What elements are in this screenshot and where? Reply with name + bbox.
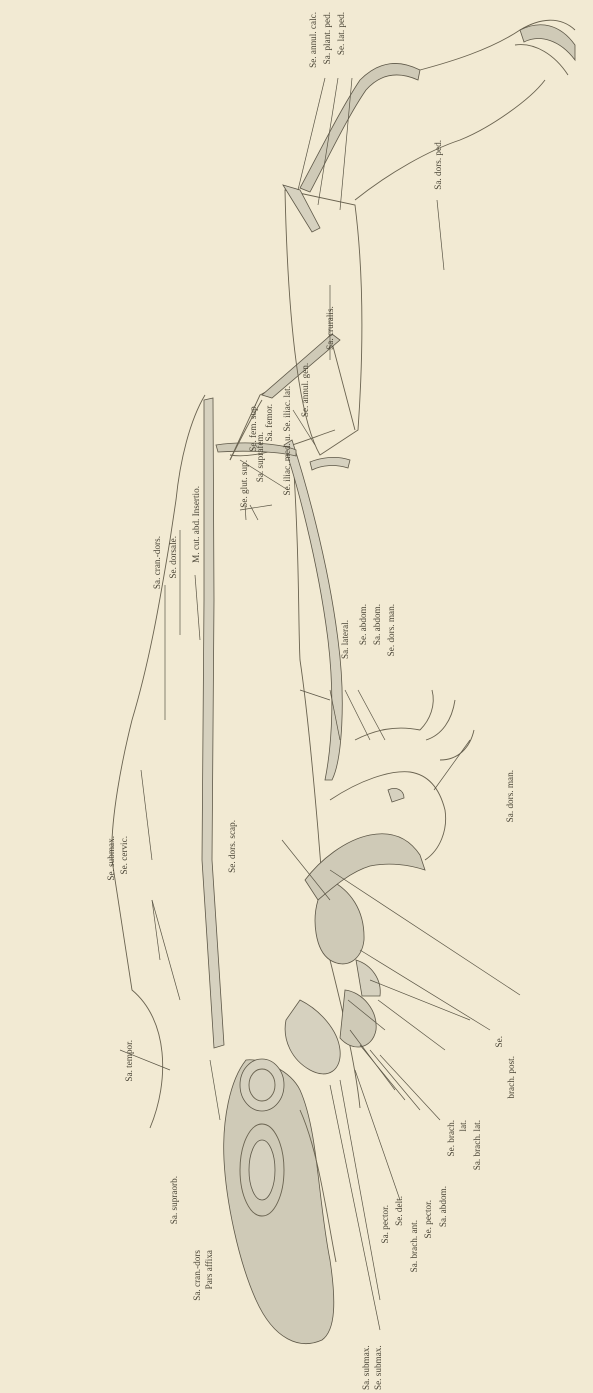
leader-lines	[120, 78, 520, 1330]
label-se-annul-gen: Se. annul. gen.	[300, 363, 310, 417]
label-se-brach-post-2: brach. post.	[506, 1056, 516, 1099]
label-se-pector: Se. pector.	[423, 1200, 433, 1239]
frog-head	[224, 1059, 336, 1344]
label-sa-pector: Sa. pector.	[380, 1205, 390, 1244]
label-sa-plant-ped: Sa. plant. ped.	[322, 12, 332, 64]
label-se-dorsale: Se. dorsale.	[168, 536, 178, 579]
label-se-brach-lat-1: Se. brach.	[446, 1120, 456, 1156]
label-pars-affixa: Pars affixa	[204, 1250, 214, 1289]
label-sa-cruralis: Sa. cruralis.	[325, 306, 335, 350]
dorsal-sac	[202, 398, 224, 1048]
label-sa-cran-dors: Sa. cran.-dors.	[152, 536, 162, 589]
tympanum	[240, 1059, 284, 1111]
label-sa-abdom-b: Sa. abdom.	[438, 1186, 448, 1227]
label-se-annul-calc: Se. annul. calc.	[308, 12, 318, 68]
label-se-lat-ped: Se. lat. ped.	[336, 12, 346, 55]
label-se-iliac: Se. iliac. med. u. Se. iliac. lat.	[282, 386, 292, 495]
label-se-submax: Se. submax.	[106, 836, 116, 881]
label-sa-cran-dors-2: Sa. cran.-dors	[192, 1250, 202, 1301]
label-sa-tempor: Sa. tempor.	[124, 1040, 134, 1082]
label-sa-dors-man: Sa. dors. man.	[505, 770, 515, 822]
label-se-submax-b: Se. submax.	[373, 1345, 383, 1390]
label-se-abdom: Se. abdom.	[358, 604, 368, 645]
label-se-brach-post-1: Se.	[494, 1036, 504, 1047]
hindlimb-shank	[283, 185, 362, 455]
label-se-glut-sup: Se. glut. sup.	[239, 460, 249, 508]
label-sa-submax-b: Sa. submax.	[361, 1345, 371, 1390]
label-se-dors-scap: Se. dors. scap.	[227, 820, 237, 873]
shoulder-sacs	[285, 880, 380, 1074]
label-sa-dors-ped: Sa. dors. ped.	[433, 140, 443, 190]
lateral-sac-band	[284, 440, 342, 780]
forelimb	[305, 690, 474, 900]
label-se-delt: Se. delt.	[394, 1196, 404, 1226]
label-sa-abdom: Sa. abdom.	[372, 604, 382, 645]
label-m-cut-abd: M. cut. abd. Insertio.	[191, 486, 201, 563]
label-se-dors-man: Se. dors. man.	[386, 604, 396, 656]
label-sa-lateral: Sa. lateral.	[340, 620, 350, 659]
knee-sac	[310, 457, 350, 470]
label-se-fem-sup: Se. fem. sup.	[248, 404, 258, 452]
label-sa-brach-ant: Sa. brach. ant.	[409, 1220, 419, 1272]
label-sa-supraorb: Sa. supraorb.	[169, 1176, 179, 1224]
label-se-brach-lat-2: lat.	[458, 1120, 468, 1131]
label-se-cervic: Se. cervic.	[119, 836, 129, 875]
label-sa-brach-lat: Sa. brach. lat.	[472, 1120, 482, 1170]
label-sa-femor: Sa. femor.	[264, 404, 274, 442]
